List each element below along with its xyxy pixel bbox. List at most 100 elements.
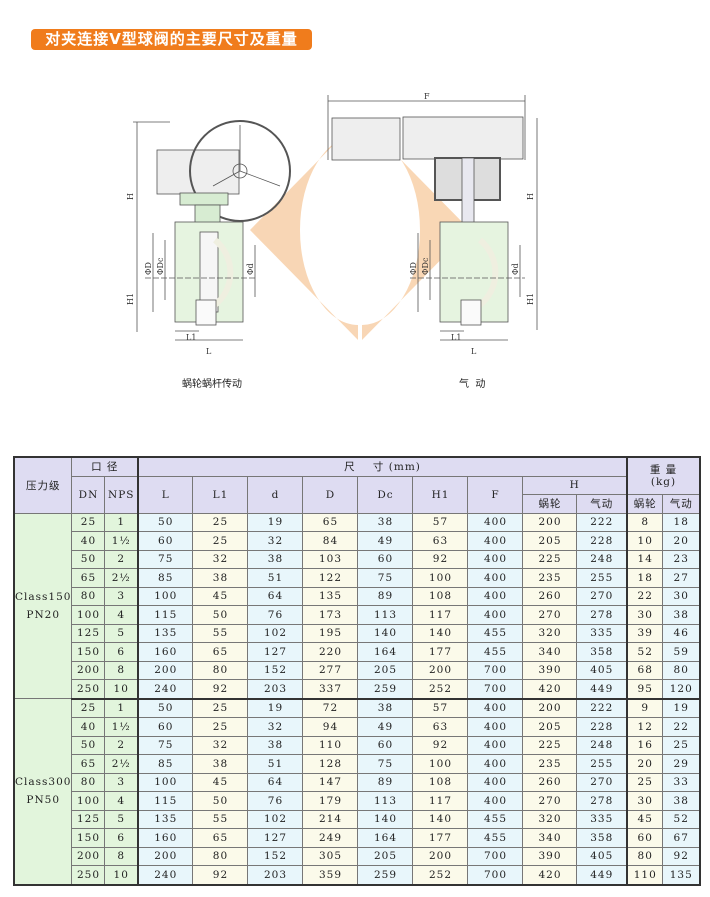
table-cell: 95 xyxy=(626,679,664,700)
header-H-worm: 蜗轮 xyxy=(522,494,578,514)
table-cell: 115 xyxy=(136,791,194,811)
caption-worm-gear: 蜗轮蜗杆传动 xyxy=(182,379,242,390)
table-cell: 45 xyxy=(626,809,664,829)
table-cell: 205 xyxy=(522,717,578,737)
table-cell: 85 xyxy=(136,568,194,588)
table-cell: 122 xyxy=(302,568,359,588)
table-cell: 235 xyxy=(522,754,578,774)
table-cell: 335 xyxy=(576,623,628,643)
header-pressure-class: 压力级 xyxy=(13,456,73,514)
table-cell: 14 xyxy=(626,549,664,569)
table-cell: 113 xyxy=(357,605,414,625)
table-cell: 33 xyxy=(662,772,701,792)
table-cell: 50 xyxy=(71,735,106,755)
table-cell: 2½ xyxy=(104,754,139,774)
table-cell: 38 xyxy=(357,512,414,532)
table-cell: 75 xyxy=(136,735,194,755)
table-cell: 135 xyxy=(662,865,701,885)
table-cell: 46 xyxy=(662,623,701,643)
table-cell: 60 xyxy=(136,531,194,551)
table-cell: 1½ xyxy=(104,717,139,737)
table-cell: 50 xyxy=(71,549,106,569)
table-cell: 65 xyxy=(302,512,359,532)
table-cell: 337 xyxy=(302,679,359,700)
table-cell: 45 xyxy=(192,586,249,606)
spec-table: 压力级 口 径 尺 寸 (mm) 重 量 (kg) DN NPS L L1 d … xyxy=(13,456,701,886)
table-cell: 10 xyxy=(104,679,139,700)
table-cell: 25 xyxy=(192,531,249,551)
table-cell: 240 xyxy=(136,865,194,885)
dim-Dc-left: ΦDc xyxy=(156,257,165,275)
table-cell: 252 xyxy=(412,679,469,700)
table-cell: 50 xyxy=(136,698,194,718)
table-cell: 39 xyxy=(626,623,664,643)
table-cell: 76 xyxy=(247,791,304,811)
table-cell: 405 xyxy=(576,660,628,680)
table-cell: 20 xyxy=(626,754,664,774)
table-cell: 260 xyxy=(522,772,578,792)
table-cell: 6 xyxy=(104,642,139,662)
table-cell: 400 xyxy=(467,754,524,774)
table-cell: 160 xyxy=(136,642,194,662)
table-cell: 22 xyxy=(662,717,701,737)
table-cell: 18 xyxy=(626,568,664,588)
dim-Dc-right: ΦDc xyxy=(421,257,430,275)
table-cell: 225 xyxy=(522,549,578,569)
table-cell: 75 xyxy=(357,568,414,588)
header-d: d xyxy=(247,475,304,514)
table-cell: 92 xyxy=(412,549,469,569)
table-cell: 320 xyxy=(522,809,578,829)
table-cell: 179 xyxy=(302,791,359,811)
table-cell: 140 xyxy=(357,623,414,643)
table-cell: 9 xyxy=(626,698,664,718)
table-cell: 200 xyxy=(136,846,194,866)
table-cell: 249 xyxy=(302,828,359,848)
table-cell: 259 xyxy=(357,865,414,885)
table-cell: 65 xyxy=(71,568,106,588)
table-cell: 200 xyxy=(71,660,106,680)
table-cell: 400 xyxy=(467,586,524,606)
header-nps: NPS xyxy=(104,475,139,514)
table-cell: 150 xyxy=(71,642,106,662)
table-cell: 117 xyxy=(412,791,469,811)
header-Dc: Dc xyxy=(357,475,414,514)
table-cell: 405 xyxy=(576,846,628,866)
table-cell: 222 xyxy=(576,512,628,532)
table-cell: 420 xyxy=(522,865,578,885)
table-cell: 65 xyxy=(192,828,249,848)
table-cell: 63 xyxy=(412,531,469,551)
dim-D-left: ΦD xyxy=(144,262,153,275)
table-cell: 205 xyxy=(522,531,578,551)
dim-L1-right: L1 xyxy=(451,333,461,342)
table-cell: 200 xyxy=(412,846,469,866)
table-cell: 38 xyxy=(357,698,414,718)
table-cell: 2½ xyxy=(104,568,139,588)
table-cell: 455 xyxy=(467,623,524,643)
table-cell: 177 xyxy=(412,642,469,662)
dim-F: F xyxy=(424,92,430,101)
table-cell: 92 xyxy=(192,865,249,885)
table-cell: 80 xyxy=(662,660,701,680)
table-cell: 38 xyxy=(192,568,249,588)
table-cell: 108 xyxy=(412,586,469,606)
table-cell: 59 xyxy=(662,642,701,662)
table-cell: 55 xyxy=(192,809,249,829)
table-cell: 127 xyxy=(247,828,304,848)
table-cell: 270 xyxy=(522,791,578,811)
table-cell: 110 xyxy=(302,735,359,755)
table-cell: 140 xyxy=(412,623,469,643)
table-cell: 203 xyxy=(247,865,304,885)
table-cell: 60 xyxy=(626,828,664,848)
table-cell: 140 xyxy=(412,809,469,829)
table-cell: 127 xyxy=(247,642,304,662)
table-cell: 358 xyxy=(576,828,628,848)
table-cell: 64 xyxy=(247,586,304,606)
worm-gear-valve xyxy=(133,120,291,341)
